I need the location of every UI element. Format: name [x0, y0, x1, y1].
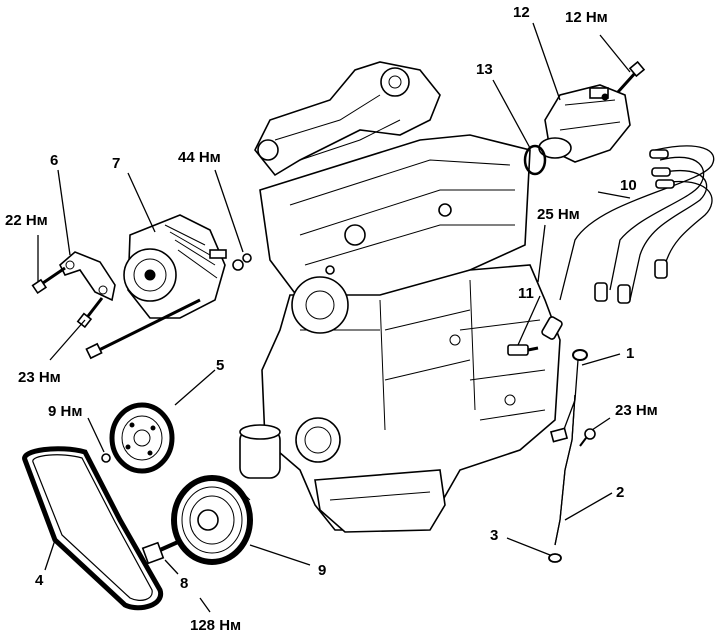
tube-bolt [579, 428, 596, 447]
callout-5: 5 [216, 357, 224, 374]
callout-12: 12 [513, 4, 530, 21]
alternator-bracket [59, 251, 116, 302]
crankshaft-pulley-small [109, 402, 175, 474]
alternator [123, 214, 227, 319]
distributor-bolt [616, 60, 646, 94]
callout-1: 1 [626, 345, 634, 362]
crankshaft-bolt [141, 540, 179, 565]
torque-label-9nm: 9 Нм [48, 403, 82, 420]
torque-label-23nm-left: 23 Нм [18, 369, 61, 386]
tube-o-ring [548, 553, 562, 563]
callout-11: 11 [518, 285, 534, 302]
distributor [538, 84, 631, 163]
dipstick-tube [549, 394, 576, 546]
torque-label-12nm: 12 Нм [565, 9, 608, 26]
torque-label-25nm: 25 Нм [537, 206, 580, 223]
pulley-bolt-9 [101, 453, 111, 463]
leader-lines [37, 22, 631, 613]
callout-4: 4 [35, 572, 44, 589]
callout-13: 13 [476, 61, 493, 78]
callout-3: 3 [490, 527, 498, 544]
callout-7: 7 [112, 155, 120, 172]
torque-label-128nm: 128 Нм [190, 617, 241, 634]
callout-10: 10 [620, 177, 637, 194]
engine-block [239, 61, 561, 533]
torque-label-23nm-right: 23 Нм [615, 402, 658, 419]
bracket-bolt-23 [76, 297, 104, 329]
bracket-bolt-22 [31, 266, 66, 295]
drive-belt [22, 446, 164, 611]
callout-2: 2 [616, 484, 624, 501]
crankshaft-pulley [171, 475, 253, 565]
ignition-wires [541, 145, 715, 340]
torque-label-22nm: 22 Нм [5, 212, 48, 229]
o-ring [523, 144, 547, 176]
callout-6: 6 [50, 152, 58, 169]
torque-label-44nm: 44 Нм [178, 149, 221, 166]
alternator-nut [232, 253, 252, 271]
callout-9: 9 [318, 562, 326, 579]
alternator-long-bolt [85, 298, 201, 360]
callout-8: 8 [180, 575, 188, 592]
